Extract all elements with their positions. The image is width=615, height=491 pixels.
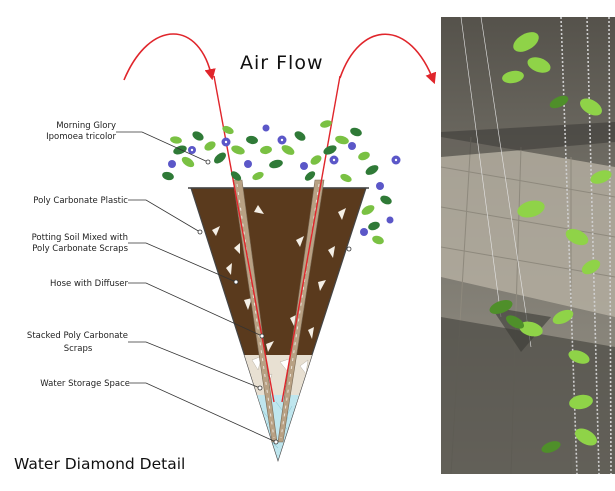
svg-text:Ipomoea tricolor: Ipomoea tricolor — [46, 132, 116, 142]
label-potting-soil: Potting Soil Mixed with Poly Carbonate S… — [32, 233, 129, 254]
label-leader-dots — [197, 159, 279, 445]
plastic-edge-dot — [346, 246, 352, 252]
air-flow-arrow-right — [339, 33, 437, 85]
svg-text:Stacked Poly Carbonate: Stacked Poly Carbonate — [27, 331, 128, 341]
label-stacked-scraps: Stacked Poly Carbonate Scraps — [27, 331, 128, 354]
svg-text:Hose with Diffuser: Hose with Diffuser — [50, 279, 128, 289]
svg-text:Poly Carbonate Plastic: Poly Carbonate Plastic — [33, 196, 128, 206]
label-poly-carbonate-plastic: Poly Carbonate Plastic — [33, 196, 128, 206]
svg-text:Morning Glory: Morning Glory — [56, 121, 116, 131]
air-flow-heading: Air Flow — [240, 52, 324, 74]
morning-glory-plants — [162, 120, 401, 245]
installation-photo — [441, 17, 615, 474]
soil-scraps — [212, 205, 346, 352]
label-hose-diffuser: Hose with Diffuser — [50, 279, 128, 289]
air-line-right — [281, 75, 341, 403]
svg-text:Potting Soil Mixed with: Potting Soil Mixed with — [32, 233, 128, 243]
svg-text:Scraps: Scraps — [64, 344, 93, 354]
svg-text:Water Storage Space: Water Storage Space — [40, 379, 130, 389]
diagram-caption: Water Diamond Detail — [14, 455, 185, 473]
label-morning-glory: Morning Glory Ipomoea tricolor — [46, 121, 116, 142]
air-flow-arrow-left — [123, 33, 216, 81]
svg-text:Poly Carbonate Scraps: Poly Carbonate Scraps — [32, 244, 128, 254]
label-leader-lines — [116, 131, 277, 443]
label-water-storage: Water Storage Space — [40, 379, 130, 389]
